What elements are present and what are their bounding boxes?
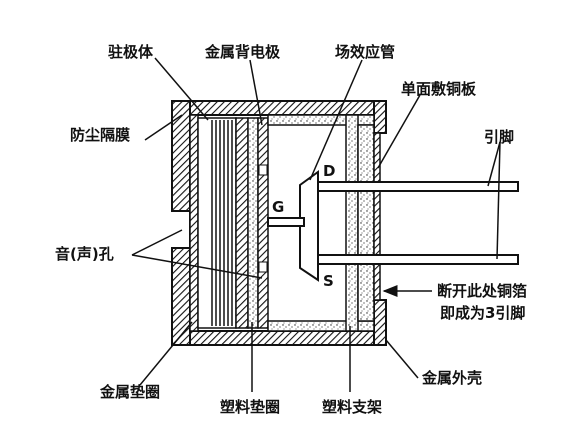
single-sided-copper-board xyxy=(357,124,381,322)
label-plastic-bracket: 塑料支架 xyxy=(322,398,382,416)
label-leads: 引脚 xyxy=(484,128,514,146)
label-metal-case: 金属外壳 xyxy=(421,369,482,387)
pin-g-label: G xyxy=(272,198,284,216)
electret-diaphragm-stack xyxy=(197,117,249,329)
label-copper-board: 单面敷铜板 xyxy=(401,80,477,98)
field-effect-transistor xyxy=(267,170,319,282)
label-electret-body: 驻极体 xyxy=(108,43,154,61)
label-cut-note-2: 即成为3引脚 xyxy=(440,304,525,322)
sound-hole xyxy=(172,210,191,249)
lead-pins xyxy=(317,181,519,265)
leader-lines xyxy=(131,57,501,392)
label-fet: 场效应管 xyxy=(335,43,395,61)
pin-s-label: S xyxy=(323,272,334,290)
label-sound-hole: 音(声)孔 xyxy=(55,245,114,263)
metal-back-electrode xyxy=(257,117,269,329)
label-metal-gasket: 金属垫圈 xyxy=(99,383,160,401)
plastic-gasket xyxy=(247,117,259,329)
label-cut-note-1: 断开此处铜箔 xyxy=(437,282,527,300)
pin-d-label: D xyxy=(323,162,335,180)
label-plastic-gasket: 塑料垫圈 xyxy=(220,398,280,416)
label-dust-membrane: 防尘隔膜 xyxy=(70,126,130,144)
label-back-electrode: 金属背电极 xyxy=(204,43,281,61)
metal-gasket xyxy=(189,114,199,332)
